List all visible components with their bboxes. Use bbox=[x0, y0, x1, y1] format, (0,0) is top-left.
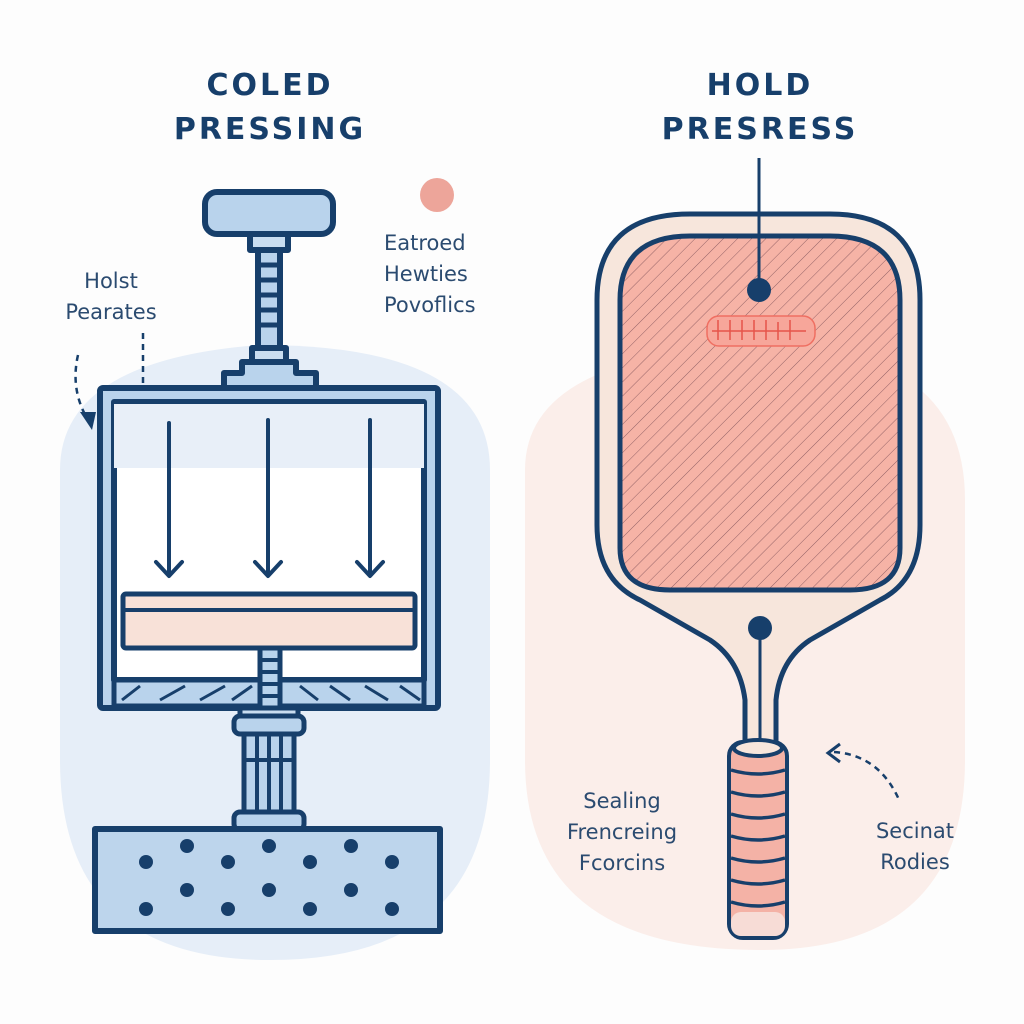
label-line: Eatroed bbox=[384, 231, 466, 255]
left-title: COLED PRESSING bbox=[140, 64, 400, 152]
sealing-label: Sealing Frencreing Fcorcins bbox=[552, 786, 692, 879]
holst-pearates-label: Holst Pearates bbox=[56, 266, 166, 328]
legend-note-label: Eatroed Hewties Povoflics bbox=[384, 228, 476, 321]
base-dots bbox=[139, 839, 399, 916]
paddle-illustration bbox=[594, 158, 923, 940]
arrowhead-icon bbox=[80, 412, 96, 430]
dashed-leader-lines bbox=[74, 333, 145, 421]
label-line: Secinat bbox=[875, 819, 955, 843]
label-line: Frencreing bbox=[566, 820, 678, 844]
label-line: Sealing bbox=[583, 789, 661, 813]
right-title: HOLD PRESRESS bbox=[630, 64, 890, 152]
dashed-arrow bbox=[833, 750, 902, 803]
accent-dot-icon bbox=[420, 178, 454, 212]
left-title-line2: PRESSING bbox=[173, 112, 367, 147]
right-title-line2: PRESRESS bbox=[661, 112, 859, 147]
left-title-line1: COLED bbox=[206, 68, 334, 103]
press-illustration bbox=[92, 189, 443, 934]
label-line: Pearates bbox=[65, 300, 157, 324]
right-title-line1: HOLD bbox=[706, 68, 814, 103]
label-line: Povoflics bbox=[384, 293, 476, 317]
label-line: Rodies bbox=[880, 850, 950, 874]
label-line: Fcorcins bbox=[578, 851, 666, 875]
label-line: Holst bbox=[84, 269, 138, 293]
arrowhead-icon bbox=[825, 742, 841, 764]
label-line: Hewties bbox=[384, 262, 468, 286]
secinat-rodies-label: Secinat Rodies bbox=[860, 816, 970, 878]
